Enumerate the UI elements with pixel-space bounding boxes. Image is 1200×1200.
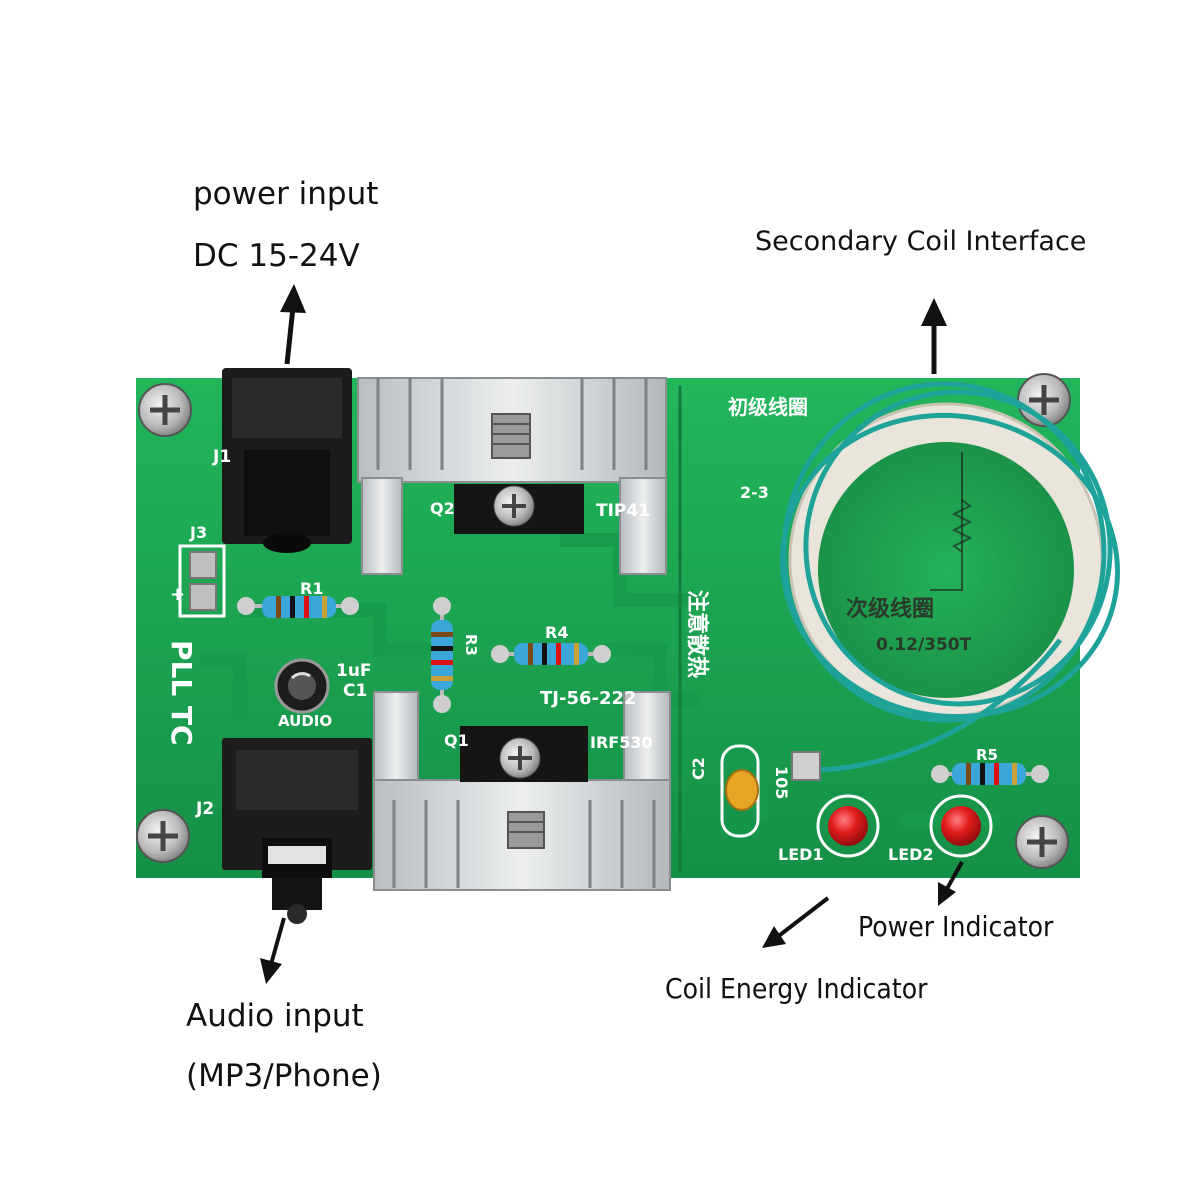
power-input-label: power input	[193, 176, 379, 212]
silk-led2: LED2	[888, 845, 934, 864]
silk-q1: Q1	[444, 731, 469, 750]
silk-secondary-coil: 次级线圈	[846, 596, 934, 622]
resistor-r4	[491, 643, 611, 665]
silk-pll-tc: PLL TC	[165, 640, 198, 746]
silk-r4: R4	[545, 623, 568, 642]
silk-c2: C2	[689, 757, 708, 780]
led2	[929, 794, 993, 858]
coil-terminal	[791, 751, 821, 781]
resistor-r1	[237, 596, 359, 618]
led1	[816, 794, 880, 858]
resistor-r3	[431, 597, 453, 713]
silk-pin-marks: 2-3	[740, 483, 769, 502]
audio-input-source-label: (MP3/Phone)	[186, 1058, 382, 1094]
coil-energy-indicator-label: Coil Energy Indicator	[665, 972, 928, 1005]
secondary-coil-interface-label: Secondary Coil Interface	[755, 226, 1087, 257]
silk-heatsink-note: 注意散热	[684, 590, 710, 678]
silk-r5: R5	[976, 746, 998, 764]
silk-primary-coil: 初级线圈	[728, 395, 808, 419]
secondary-coil-former	[788, 402, 1104, 718]
mounting-screw-tl	[138, 383, 192, 437]
arrow-power-input	[280, 284, 306, 365]
silk-plus: +	[170, 584, 185, 605]
silk-coil-spec: 0.12/350T	[876, 635, 972, 655]
audio-jack	[222, 738, 372, 924]
silk-j3: J3	[189, 523, 207, 542]
silk-q2: Q2	[430, 499, 455, 518]
arrow-secondary-coil	[921, 298, 947, 374]
silk-c2-value: 105	[772, 766, 791, 799]
silk-led1: LED1	[778, 845, 824, 864]
heatsink-bottom	[373, 691, 671, 891]
silk-tip41: TIP41	[596, 501, 650, 521]
silk-irf530: IRF530	[590, 733, 653, 752]
silk-j2: J2	[195, 799, 214, 819]
silk-c1-value: 1uF	[336, 661, 372, 681]
silk-r3: R3	[462, 634, 480, 656]
arrow-power-indicator	[938, 861, 964, 906]
power-input-voltage-label: DC 15-24V	[193, 238, 360, 274]
silk-c1: C1	[343, 681, 367, 701]
arrow-audio-input	[260, 917, 286, 984]
heatsink-top	[357, 377, 667, 575]
audio-input-label: Audio input	[186, 998, 364, 1034]
silk-r1: R1	[300, 579, 323, 598]
primary-coil-wire	[780, 381, 1120, 773]
silk-j1: J1	[212, 447, 231, 467]
capacitor-c1	[274, 658, 330, 714]
resistor-r5	[931, 763, 1049, 785]
silk-board-id: TJ-56-222	[540, 688, 637, 709]
dc-power-jack	[222, 368, 352, 553]
silk-audio: AUDIO	[278, 712, 332, 730]
arrow-coil-energy	[762, 896, 830, 948]
capacitor-c2	[720, 744, 760, 838]
transistor-q1	[460, 726, 588, 782]
j3-header	[178, 544, 226, 618]
mounting-screw-bl	[136, 809, 190, 863]
power-indicator-label: Power Indicator	[858, 910, 1054, 943]
transistor-q2	[454, 484, 584, 534]
mounting-screw-br	[1015, 815, 1069, 869]
